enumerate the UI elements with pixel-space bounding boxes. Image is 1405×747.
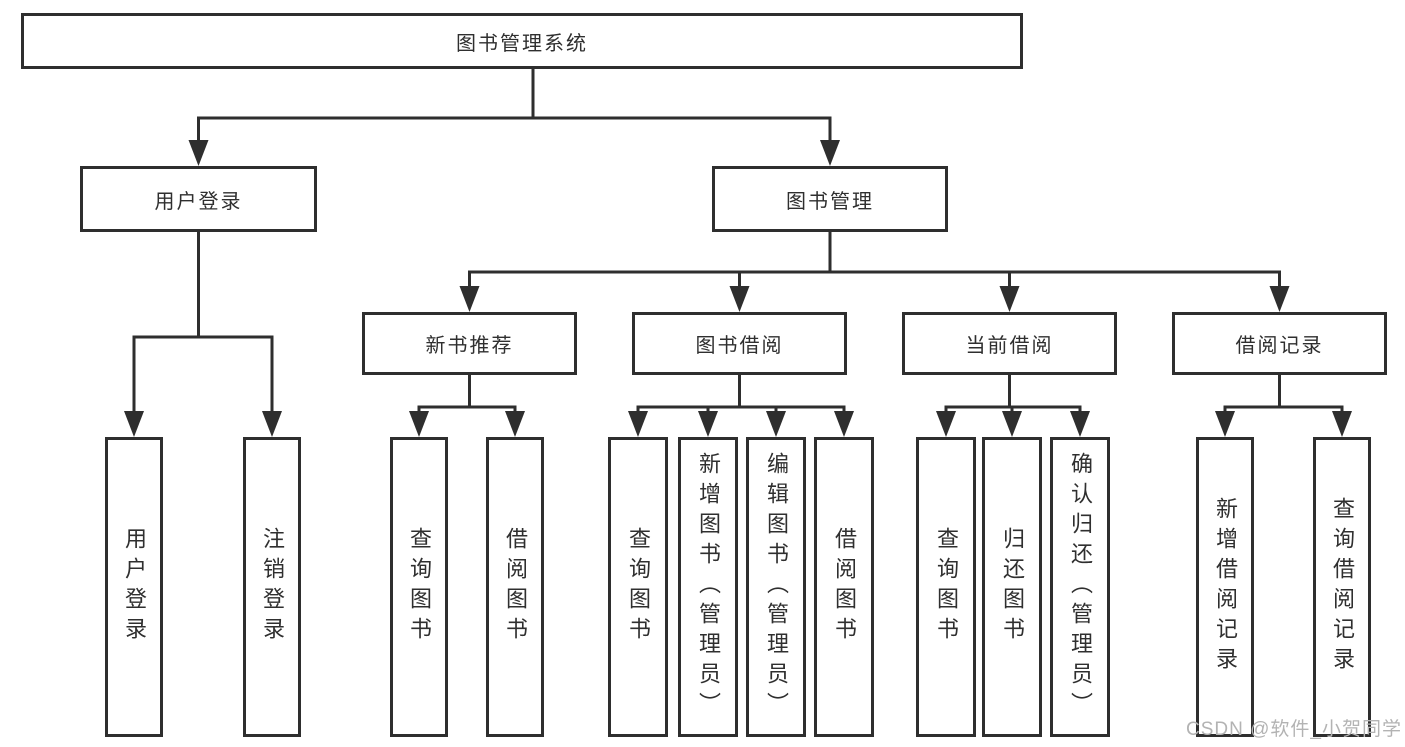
leaf-borrow-books-recommend: 借阅图书 [486,437,544,737]
connector-root-to-level2 [188,69,840,166]
node-user-login: 用户登录 [80,166,317,232]
leaf-query-books-current: 查询图书 [916,437,976,737]
connector-records-to-leaves [1215,375,1352,437]
leaf-borrow-books-borrowing: 借阅图书 [814,437,874,737]
node-borrowing-records: 借阅记录 [1172,312,1387,375]
node-book-borrowing: 图书借阅 [632,312,847,375]
connector-userlogin-to-leaves [124,232,282,437]
node-book-management: 图书管理 [712,166,948,232]
leaf-query-books-recommend: 查询图书 [390,437,448,737]
csdn-watermark: CSDN @软件_小贺同学 [1186,719,1402,740]
leaf-confirm-return-admin: 确认归还（管理员） [1050,437,1110,737]
connector-newbook-to-leaves [409,375,525,437]
connector-currentborrow-to-leaves [936,375,1090,437]
leaf-return-book: 归还图书 [982,437,1042,737]
leaf-user-login: 用户登录 [105,437,163,737]
leaf-add-book-admin: 新增图书（管理员） [678,437,738,737]
leaf-add-borrow-record: 新增借阅记录 [1196,437,1254,737]
leaf-query-books-borrowing: 查询图书 [608,437,668,737]
connector-bookborrow-to-leaves [628,375,854,437]
leaf-edit-book-admin: 编辑图书（管理员） [746,437,806,737]
connector-bookmgmt-to-level3 [459,232,1290,312]
node-current-borrowing: 当前借阅 [902,312,1117,375]
node-root-system: 图书管理系统 [21,13,1023,69]
leaf-logout: 注销登录 [243,437,301,737]
leaf-query-borrow-record: 查询借阅记录 [1313,437,1371,737]
node-new-book-recommend: 新书推荐 [362,312,577,375]
